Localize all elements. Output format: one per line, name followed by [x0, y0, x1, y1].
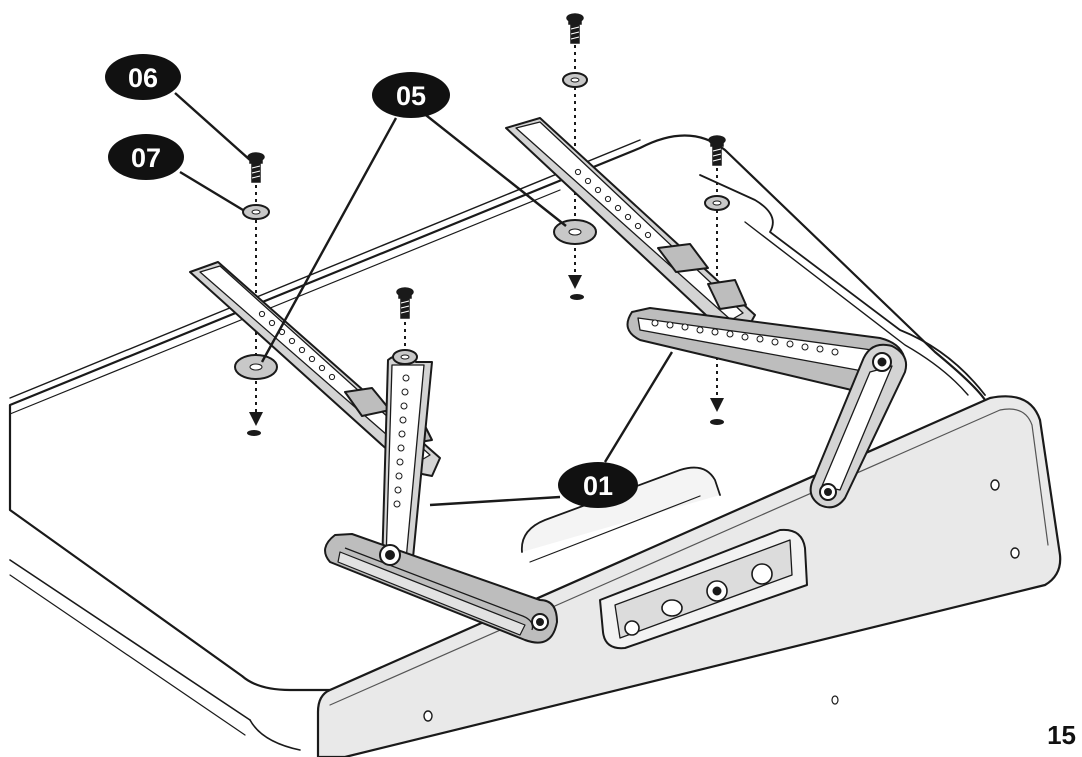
mount-hole-right [710, 419, 724, 425]
callout-05-badge [372, 72, 450, 118]
screw-left [247, 152, 265, 183]
washer-small-mid [562, 72, 588, 88]
strap-clip [657, 243, 709, 273]
washer-small-right [704, 195, 730, 211]
tv-panel-seam [9, 139, 641, 399]
screw-hole [831, 695, 839, 705]
mount-hole-mid [570, 294, 584, 300]
screw-center [396, 287, 414, 319]
strap-holes [258, 310, 336, 381]
callout-07: 07 [108, 134, 184, 180]
guide-arrow-right [710, 398, 724, 412]
leg-right-end-screw-core [824, 488, 832, 496]
callout-05-label: 05 [396, 81, 426, 111]
tv-left-edge [9, 509, 243, 677]
foot-face [337, 551, 526, 636]
screw-hole [423, 710, 433, 722]
screw-hole [1010, 547, 1020, 559]
leader-06 [174, 92, 251, 161]
strap-clip-2 [707, 279, 747, 310]
connector-port-1 [624, 620, 640, 636]
bracket-right-upper [505, 117, 756, 334]
mount-hole-left [247, 430, 261, 436]
callout-01-label: 01 [583, 471, 613, 501]
tv-body [8, 134, 1062, 757]
tv-bottom-left-corner [249, 719, 301, 751]
callout-05: 05 [372, 72, 450, 118]
foot-end-screw-core [536, 618, 544, 626]
callout-06-badge [105, 54, 181, 100]
screw-hole [990, 479, 1000, 491]
callout-01: 01 [558, 462, 638, 508]
callout-07-badge [108, 134, 184, 180]
washer-large-mid [553, 219, 597, 245]
arm-holes [651, 319, 839, 356]
washer-large-left [234, 354, 278, 380]
leg-holes [393, 374, 410, 508]
screws [247, 13, 726, 348]
callout-01-badge [558, 462, 638, 508]
foot-slot [344, 547, 534, 631]
tv-right-rim-inner [744, 221, 969, 396]
callout-07-label: 07 [131, 143, 161, 173]
connector-port-3-core [712, 586, 722, 596]
leg-right-pivot-core [877, 357, 887, 367]
tv-back-surface [8, 134, 1012, 692]
leader-05a [260, 117, 398, 363]
leader-07 [179, 170, 244, 212]
tv-stand-slot [521, 466, 721, 553]
tv-left-edge-inner [9, 559, 251, 721]
foot-center [324, 533, 558, 644]
guide-arrow-mid [568, 275, 582, 289]
tv-connector-bay-inner [614, 539, 793, 639]
callout-06-label: 06 [128, 63, 158, 93]
washer-small-center [392, 349, 418, 365]
tv-panel-seam-2 [9, 189, 561, 415]
connector-port-4 [751, 563, 773, 585]
connector-port-2 [661, 599, 683, 617]
screw-right [708, 135, 726, 166]
callout-06: 06 [105, 54, 181, 100]
guide-arrow-left [249, 412, 263, 426]
leader-lines [174, 92, 674, 507]
leader-01b [603, 351, 674, 463]
foot-pivot-core [385, 550, 395, 560]
tv-speaker-shadow [329, 408, 1049, 706]
tv-stand-slot-inner [529, 495, 701, 563]
tv-right-rim [699, 174, 986, 396]
leader-01a [429, 495, 561, 507]
leader-05b [421, 111, 567, 227]
washers [234, 72, 730, 380]
screw-mid [566, 13, 584, 44]
page-number: 15 [1047, 720, 1076, 750]
tv-left-edge-inner-2 [9, 574, 246, 736]
washer-small-left [242, 204, 270, 220]
strap-holes [574, 168, 652, 239]
arm-right [626, 307, 908, 509]
